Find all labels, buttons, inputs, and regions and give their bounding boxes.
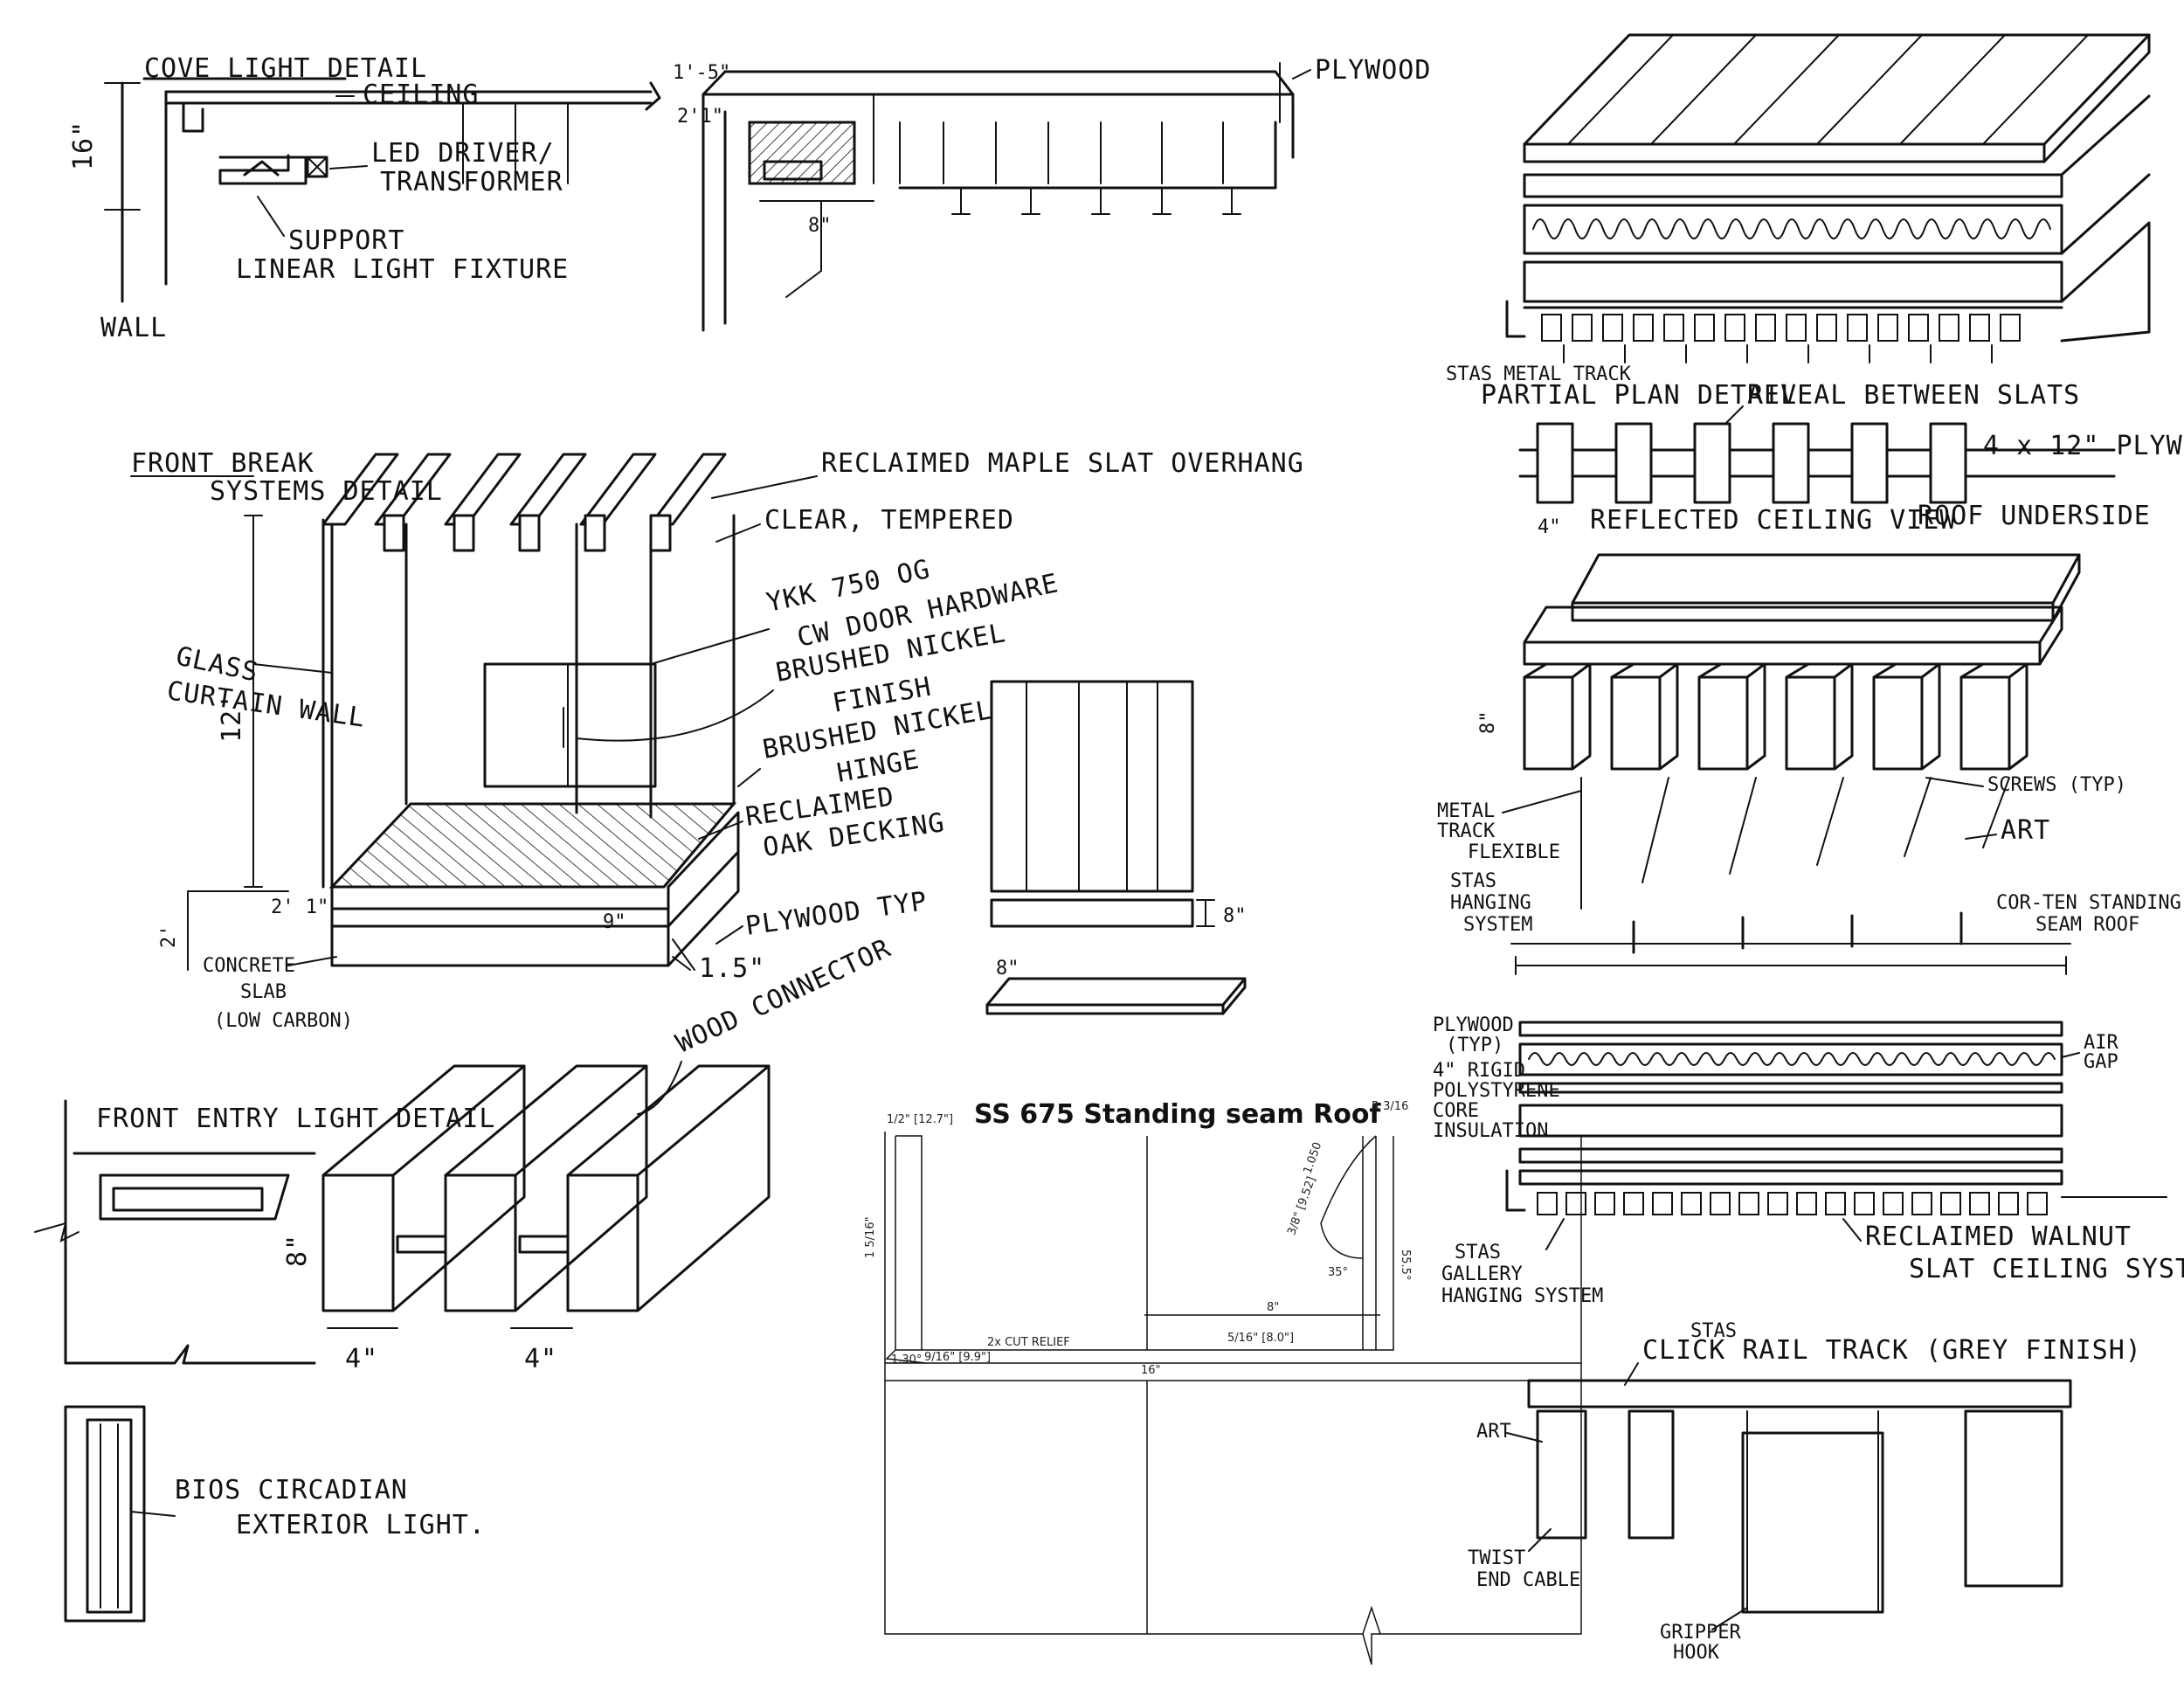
seam-m: 1.30° [891,1353,922,1367]
metal-label-c: FLEXIBLE [1468,841,1560,863]
front-dim-thick: 1.5" [699,953,765,984]
gallery-art-label: ART [2001,815,2050,846]
seam-f: 8" [1267,1301,1279,1314]
seam-k: 55.5° [1399,1249,1412,1280]
twist-label-b: END CABLE [1476,1569,1580,1591]
rigid-label-c: CORE [1433,1100,1479,1122]
plan-plywood-label: 4 x 12" PLYWOOD (TYP.) [1983,431,2184,461]
glass-label-b: CURTAIN WALL [165,675,367,733]
front-plywood-label: PLYWOOD TYP [743,886,930,942]
front-dim-base: 2' [158,925,180,949]
front-entry-light-detail: FRONT ENTRY LIGHT DETAIL WOOD CONNECTOR … [34,933,896,1623]
entry-dim-b: 4" [524,1344,557,1374]
rail-title: CLICK RAIL TRACK (GREY FINISH) [1642,1335,2142,1366]
rail-art-label: ART [1476,1421,1511,1443]
twist-label-a: TWIST [1468,1547,1525,1569]
screws-label: SCREWS (TYP) [1987,774,2126,796]
metal-label-b: TRACK [1437,820,1496,842]
front-dim-step: 2' 1" [271,896,328,918]
corten-label-a: COR-TEN STANDING [1996,892,2181,914]
partial-plan-detail: PARTIAL PLAN DETAIL REVEAL BETWEEN SLATS… [1481,380,2184,538]
corten-label-b: SEAM ROOF [2035,914,2139,936]
rail-stas-label: STAS [1690,1320,1737,1342]
standing-seam-roof-detail: SS 675 Standing seam Roof 1/2" [12.7"] 1… [864,1099,1582,1665]
seam-e: 16" [1141,1364,1161,1377]
roof-iso-detail: STAS METAL TRACK [1446,33,2151,385]
stas-label-a: STAS [1450,870,1496,892]
gallery-stas-a: STAS [1455,1242,1501,1263]
wall-label: WALL [100,313,167,343]
gripper-label-b: HOOK [1673,1642,1720,1664]
linear-fixture-label: LINEAR LIGHT FIXTURE [236,254,569,285]
stas-metal-track-label: STAS METAL TRACK [1446,363,1632,385]
seam-l: 35° [1328,1266,1348,1279]
rigid-label-b: POLYSTYRENE [1433,1080,1560,1102]
cove-dim-height: 16" [68,121,99,170]
concrete-label-b: SLAB [240,981,287,1003]
seam-i: 1.050 [1302,1140,1325,1175]
gallery-stas-c: HANGING SYSTEM [1441,1285,1603,1307]
stas-label-b: HANGING [1450,892,1531,914]
support-label: SUPPORT [288,225,404,256]
rigid-label-a: 4" RIGID [1433,1060,1525,1082]
stas-label-c: SYSTEM [1463,914,1532,936]
click-rail-detail: STAS CLICK RAIL TRACK (GREY FINISH) ART … [1468,1320,2142,1664]
rigid-label-d: INSULATION [1433,1120,1548,1142]
slat-section-detail: PLYWOOD 1'-5" 2'1" 8" [673,55,1431,332]
panel-dim-a: 8" [1223,905,1247,927]
ceiling-label: CEILING [363,80,479,110]
section-dim-c: 8" [808,215,832,237]
entry-light-title: FRONT ENTRY LIGHT DETAIL [96,1104,495,1134]
air-label-a: AIR [2084,1032,2118,1054]
entry-dim-h: 8" [282,1234,313,1267]
front-dim-height: 12' [217,693,247,743]
seam-g: 5/16" [8.0"] [1227,1332,1294,1345]
clear-tempered-label: CLEAR, TEMPERED [764,505,1014,536]
bios-label-b: EXTERIOR LIGHT. [236,1510,486,1540]
panel-dim-b: 8" [996,958,1019,979]
seam-roof-title: SS 675 Standing seam Roof [974,1099,1381,1130]
bios-label-a: BIOS CIRCADIAN [175,1475,408,1506]
reflected-ceiling-label: REFLECTED CEILING VIEW [1590,505,1956,536]
maple-slat-label: RECLAIMED MAPLE SLAT OVERHANG [821,448,1304,479]
concrete-label-a: CONCRETE [203,955,295,977]
gallery-section-detail: 8" SCREWS (TYP) ART METAL TRACK FLEXIBLE… [1437,553,2181,975]
layers-plywood-a: PLYWOOD [1433,1014,1514,1036]
seam-a: 1/2" [12.7"] [887,1113,953,1126]
partial-plan-title: PARTIAL PLAN DETAIL [1481,380,1797,411]
cove-light-detail: COVE LIGHT DETAIL 16" CEILING LED DRIVER… [68,53,661,343]
section-plywood-label: PLYWOOD [1315,55,1431,86]
seam-h: R 3/16 [1372,1100,1408,1113]
plan-dim: 4" [1538,516,1561,538]
hinge-label-b: HINGE [834,744,922,789]
seam-c: 2x CUT RELIEF [987,1336,1070,1349]
front-break-detail: FRONT BREAK SYSTEMS DETAIL 12' [130,448,1304,1032]
led-driver-label: LED DRIVER/ [371,138,555,169]
panel-elevation: 8" 8" [985,680,1247,1015]
metal-label-a: METAL [1437,800,1495,822]
gallery-stas-b: GALLERY [1441,1263,1523,1285]
wood-connector-label: WOOD CONNECTOR [672,933,896,1060]
seam-b: 1 5/16" [864,1216,877,1258]
seam-j: 3/8" [9.52] [1285,1175,1318,1237]
layers-plywood-b: (TYP) [1446,1035,1503,1056]
walnut-label-b: SLAT CEILING SYSTEM [1909,1254,2184,1284]
front-break-title-b: SYSTEMS DETAIL [210,476,443,507]
walnut-label-a: RECLAIMED WALNUT [1865,1222,2132,1252]
front-break-title-a: FRONT BREAK [131,448,314,479]
transformer-label: TRANSFORMER [380,167,563,197]
concrete-label-c: (LOW CARBON) [214,1010,353,1032]
roof-underside-label: ROOF UNDERSIDE [1918,501,2151,531]
section-dim-a: 1'-5" [673,62,730,84]
air-label-b: GAP [2084,1051,2118,1073]
front-dim-plank: 9" [603,911,626,933]
reveal-label: REVEAL BETWEEN SLATS [1747,380,2080,411]
seam-d: 9/16" [9.9"] [924,1351,991,1364]
section-dim-b: 2'1" [677,106,723,128]
roof-layers-section: PLYWOOD (TYP) 4" RIGID POLYSTYRENE CORE … [1433,1014,2184,1307]
gallery-dim: 8" [1477,711,1499,735]
gripper-label-a: GRIPPER [1660,1622,1741,1644]
entry-dim-a: 4" [345,1344,378,1374]
